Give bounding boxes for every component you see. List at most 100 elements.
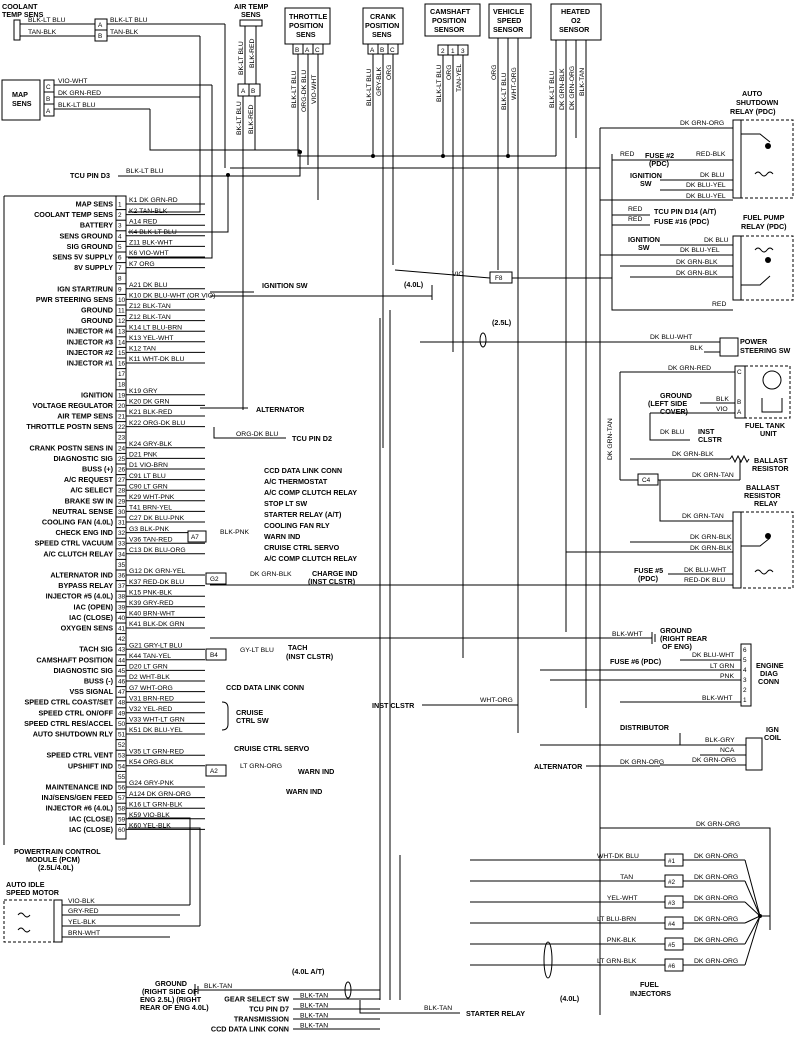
pcm-pin-10: 10: [118, 297, 126, 304]
fuse2-ign-sw: RED FUSE #2 (PDC) RED-BLK IGNITION SW DK…: [600, 151, 733, 268]
pcm-pin-13: 13: [118, 329, 126, 336]
injector-out-wire-6: DK GRN-ORG: [694, 958, 738, 965]
pcm-pin-wire-13: K14 LT BLU-BRN: [129, 324, 182, 331]
pcm-pin-label-16: INJECTOR #1: [67, 359, 113, 368]
asd-relay: AUTO SHUTDOWN RELAY (PDC) DK GRN-ORG: [599, 89, 794, 1015]
injector-label-5: #5: [668, 942, 676, 949]
injector-out-wire-5: DK GRN-ORG: [694, 937, 738, 944]
camshaft-wire-1: BLK-LT BLU: [436, 64, 443, 102]
brr-title-3: RELAY: [754, 499, 778, 508]
pcm-pin-label-40: IAC (CLOSE): [69, 613, 114, 622]
pcm-pin-label-27: A/C REQUEST: [64, 475, 114, 484]
dist-alt: ALTERNATOR: [534, 762, 583, 771]
inj-note: (4.0L): [560, 994, 580, 1003]
vss-box: [488, 3, 532, 39]
pcm-pin-label-33: SPEED CTRL VACUUM: [35, 539, 113, 548]
pcm-pin-wire-5: Z11 BLK-WHT: [129, 240, 173, 247]
pcm-pin-wire-9: A21 DK BLU: [129, 282, 168, 289]
coolant-title-1: COOLANT: [2, 2, 38, 11]
pcm-pin-label-36: ALTERNATOR IND: [50, 571, 113, 580]
fpr-title-2: RELAY (PDC): [741, 222, 787, 231]
coolant-wire-1: BLK-LT BLU: [28, 17, 66, 24]
camshaft-wire-2: ORG: [446, 65, 453, 80]
dest-cruise-servo2: CRUISE CTRL SERVO: [234, 744, 310, 753]
pcm-pin-wire-33: V36 TAN-RED: [129, 536, 173, 543]
vss-wire-2: BLK-LT BLU: [501, 72, 508, 110]
pcm-title-2: MODULE (PCM): [26, 855, 81, 864]
pcm-pin-label-10: PWR STEERING SENS: [36, 295, 113, 304]
conn-g2-wire: DK GRN-BLK: [250, 571, 292, 578]
fuse2-label-1: FUSE #2: [645, 151, 674, 160]
ps-title-2: STEERING SW: [740, 346, 791, 355]
air-temp-title-2: SENS: [241, 10, 261, 19]
injector-label-2: #2: [668, 879, 676, 886]
fuel-injectors: DK GRN-ORG WHT-DK BLU#1DK GRN-ORGTAN#2DK…: [470, 821, 771, 1003]
pcm-pin-29: 29: [118, 498, 126, 505]
pcm-pin-wire-44: K44 TAN-YEL: [129, 653, 171, 660]
dest-warn-ind2: WARN IND: [298, 767, 334, 776]
dest-warn-ind: WARN IND: [264, 532, 300, 541]
ballast-resistor-relay: BALLAST RESISTOR RELAY DK GRN-TAN DK GRN…: [210, 480, 794, 589]
dist-wire-3: DK GRN-ORG: [692, 757, 736, 764]
coolant-pin-b: B: [98, 33, 102, 40]
ft-wire-4: DK BLU: [660, 429, 685, 436]
iac-wire-3: YEL-BLK: [68, 919, 96, 926]
brr-wire-2: DK GRN-BLK: [690, 534, 732, 541]
pcm-pin-54: 54: [118, 763, 126, 770]
conn-a7-label: A7: [191, 534, 199, 541]
pcm-pin-wire-12: Z12 BLK-TAN: [129, 314, 171, 321]
pcm-pin-wire-28: C90 LT GRN: [129, 483, 168, 490]
pcm-pin-wire-32: G3 BLK-PNK: [129, 526, 170, 533]
pcm-pin-wire-34: C13 DK BLU-ORG: [129, 547, 186, 554]
coolant-temp-sensor: COOLANT TEMP SENS BLK-LT BLU TAN-BLK A B…: [2, 2, 226, 213]
coolant-title-2: TEMP SENS: [2, 10, 44, 19]
tcu-d14-wire: RED: [628, 206, 642, 213]
bottom-item-wire-4: BLK-TAN: [300, 1023, 328, 1030]
brr-wire-1: DK GRN-TAN: [682, 513, 724, 520]
map-wire-3: BLK-LT BLU: [58, 102, 96, 109]
pcm-pin-label-5: SIG GROUND: [67, 242, 113, 251]
iac-wire-1: VIO-BLK: [68, 898, 95, 905]
conn-a7: [187, 530, 207, 543]
pcm-pin-label-22: THROTTLE POSTN SENS: [26, 422, 113, 431]
air-temp-sensor: AIR TEMP SENS BK-LT BLU BLK-RED A B BK-L…: [234, 2, 269, 410]
bg-ground-3: ENG 2.5L) (RIGHT: [140, 995, 202, 1004]
fpr-wire-2: DK BLU-YEL: [680, 247, 720, 254]
pcm-pin-label-46: BUSS (-): [84, 677, 114, 686]
pcm-pin-5: 5: [118, 244, 122, 251]
pcm-pin-wire-57: A124 DK GRN-ORG: [129, 791, 191, 798]
map-wire-2: DK GRN-RED: [58, 90, 101, 97]
pcm-pin-label-1: MAP SENS: [76, 200, 114, 209]
pcm-pin-57: 57: [118, 795, 126, 802]
pcm-pin-31: 31: [118, 520, 126, 527]
pcm-pin-label-31: COOLING FAN (4.0L): [42, 518, 114, 527]
engine-ground-rear: BLK-WHT GROUND (RIGHT REAR OF ENG): [210, 626, 708, 651]
pcm-pin-wire-25: D21 PNK: [129, 452, 158, 459]
coil-title-1: IGN: [766, 725, 779, 734]
diag-wire-3: PNK: [720, 673, 734, 680]
crank-title-1: CRANK: [370, 12, 397, 21]
bg-ground-wire: BLK-TAN: [204, 983, 232, 990]
pcm-pin-wire-11: Z12 BLK-TAN: [129, 303, 171, 310]
pcm-pin-16: 16: [118, 361, 126, 368]
heated-o2-sensor: HEATED O2 SENSOR BLK-LT BLU DK GRN-BLK D…: [549, 3, 602, 708]
fuse2-wire-out: RED-BLK: [696, 151, 726, 158]
crank-wire-1: BLK-LT BLU: [366, 68, 373, 106]
pcm-pin-label-15: INJECTOR #2: [67, 348, 113, 357]
conn-c4-label: C4: [642, 477, 651, 484]
pcm-pin-27: 27: [118, 477, 126, 484]
pcm-pin-wire-22: K22 ORG-DK BLU: [129, 420, 185, 427]
pcm-pin-wire-48: V31 BRN-RED: [129, 695, 174, 702]
coolant-wire-2: TAN-BLK: [28, 29, 57, 36]
throttle-title-3: SENS: [296, 30, 316, 39]
pcm-pin-label-39: IAC (OPEN): [73, 602, 113, 611]
throttle-title-2: POSITION: [289, 21, 323, 30]
dest-starter-at: STARTER RELAY (A/T): [264, 510, 342, 519]
tcu-d3-wire: BLK-LT BLU: [126, 168, 164, 175]
distributor-label: DISTRIBUTOR: [620, 723, 670, 732]
o2-wire-1: BLK-LT BLU: [549, 70, 556, 108]
pcm-pin-label-48: SPEED CTRL COAST/SET: [24, 698, 113, 707]
pcm-pin-wire-43: G21 GRY-LT BLU: [129, 642, 182, 649]
vss-wire-1: ORG: [491, 65, 498, 80]
pcm-pin-wire-16: K11 WHT-DK BLU: [129, 356, 184, 363]
